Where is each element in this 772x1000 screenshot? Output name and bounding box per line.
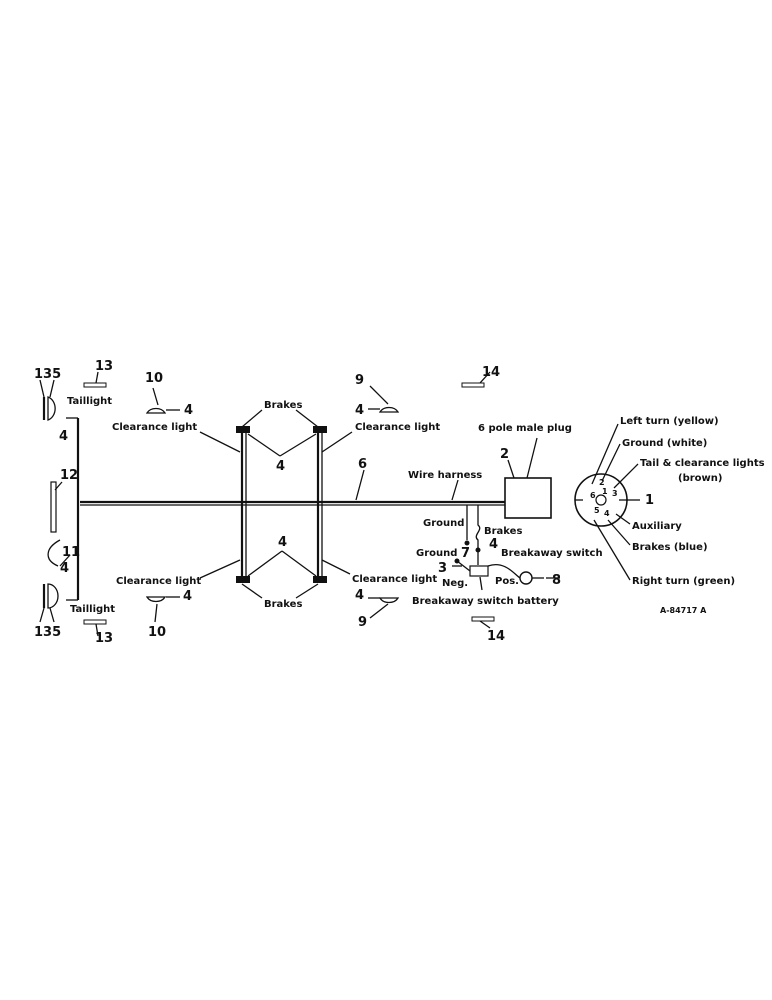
callout-4-clr-fb: 4 <box>355 588 364 603</box>
label-breakaway-switch: Breakaway switch <box>501 548 603 559</box>
label-right-turn: Right turn (green) <box>632 576 735 587</box>
callout-4-brakes-bottom: 4 <box>278 535 287 550</box>
label-brakes-top: Brakes <box>264 400 302 411</box>
label-wire-harness: Wire harness <box>408 470 482 481</box>
pin-1: 1 <box>602 487 608 496</box>
callout-4-clr-rt: 4 <box>184 403 193 418</box>
taillight-bottom <box>39 583 59 623</box>
pin-2: 2 <box>599 478 605 487</box>
label-clearance-ft: Clearance light <box>355 422 440 433</box>
label-clearance-rb: Clearance light <box>116 576 201 587</box>
callout-6: 6 <box>358 457 367 472</box>
label-breakaway-battery: Breakaway switch battery <box>412 596 559 607</box>
brake-leaders <box>241 409 319 599</box>
label-clearance-rt: Clearance light <box>112 422 197 433</box>
label-ground-white: Ground (white) <box>622 438 707 449</box>
label-neg: Neg. <box>442 578 468 589</box>
callout-3: 3 <box>438 561 447 576</box>
callout-14-top: 14 <box>482 365 500 380</box>
leader-plug <box>526 437 538 479</box>
label-brakes-blue: Brakes (blue) <box>632 542 708 553</box>
callout-10-top: 10 <box>145 371 163 386</box>
label-ground-lower: Ground <box>416 548 457 559</box>
pin-6: 6 <box>590 491 596 500</box>
license-light <box>47 481 71 567</box>
callout-4-brakes-top: 4 <box>276 459 285 474</box>
callout-14-bottom: 14 <box>487 629 505 644</box>
pin-4: 4 <box>604 509 610 518</box>
connector-face <box>574 473 640 527</box>
callout-4-clr-ft: 4 <box>355 403 364 418</box>
clearance-light-rear-top <box>145 407 180 414</box>
callout-9-bottom: 9 <box>358 615 367 630</box>
leader-2 <box>507 459 515 479</box>
callout-8: 8 <box>552 573 561 588</box>
pin-3: 3 <box>612 489 618 498</box>
clearance-light-rear-bottom <box>145 596 180 603</box>
callout-135-bottom: 135 <box>34 625 61 640</box>
label-ground-upper: Ground <box>423 518 464 529</box>
pin-5: 5 <box>594 506 600 515</box>
clearance-light-front-bottom <box>368 597 400 604</box>
label-plug: 6 pole male plug <box>478 423 572 434</box>
callout-135-top: 135 <box>34 367 61 382</box>
taillight-lens-top <box>83 382 107 388</box>
leader-wire-harness <box>451 479 459 501</box>
leader-clearance-ft <box>321 431 353 453</box>
callout-1: 1 <box>645 493 654 508</box>
label-left-turn: Left turn (yellow) <box>620 416 719 427</box>
label-brakes-bottom: Brakes <box>264 599 302 610</box>
taillight-top <box>39 379 56 421</box>
callout-4-clr-rb: 4 <box>183 589 192 604</box>
leader-clearance-rb <box>199 559 241 579</box>
label-taillight-bottom: Taillight <box>70 604 115 615</box>
label-tail-clearance-1: Tail & clearance lights <box>640 458 765 469</box>
label-tail-clearance-2: (brown) <box>678 473 722 484</box>
figure-id: A-84717 A <box>660 606 707 615</box>
brake-axle-front <box>313 426 327 583</box>
callout-12: 12 <box>60 468 78 483</box>
marker-lens-top <box>461 382 485 388</box>
callout-4-taillight-top: 4 <box>59 429 68 444</box>
label-auxiliary: Auxiliary <box>632 521 682 532</box>
brake-axle-rear <box>236 426 250 583</box>
connector-leaders <box>591 423 639 581</box>
leader-clearance-fb <box>321 559 351 575</box>
leader-clearance-rt <box>199 431 241 453</box>
breakaway-circuit <box>454 505 544 591</box>
callout-13-top: 13 <box>95 359 113 374</box>
callout-4-taillight-bottom: 4 <box>60 561 69 576</box>
label-brakes-switch: Brakes <box>484 526 522 537</box>
label-pos: Pos. <box>495 576 519 587</box>
callout-10-bottom: 10 <box>148 625 166 640</box>
callout-2: 2 <box>500 447 509 462</box>
callout-4-switch: 4 <box>489 537 498 552</box>
clearance-light-front-top <box>368 406 400 413</box>
callout-11: 11 <box>62 545 80 560</box>
marker-lens-bottom <box>471 616 495 622</box>
leader-6 <box>355 469 365 501</box>
label-clearance-fb: Clearance light <box>352 574 437 585</box>
taillight-lens-bottom <box>83 619 107 625</box>
callout-7: 7 <box>461 546 470 561</box>
number-arrows <box>95 371 560 637</box>
label-taillight-top: Taillight <box>67 396 112 407</box>
callout-13-bottom: 13 <box>95 631 113 646</box>
callout-9-top: 9 <box>355 373 364 388</box>
plug-box <box>504 477 552 519</box>
